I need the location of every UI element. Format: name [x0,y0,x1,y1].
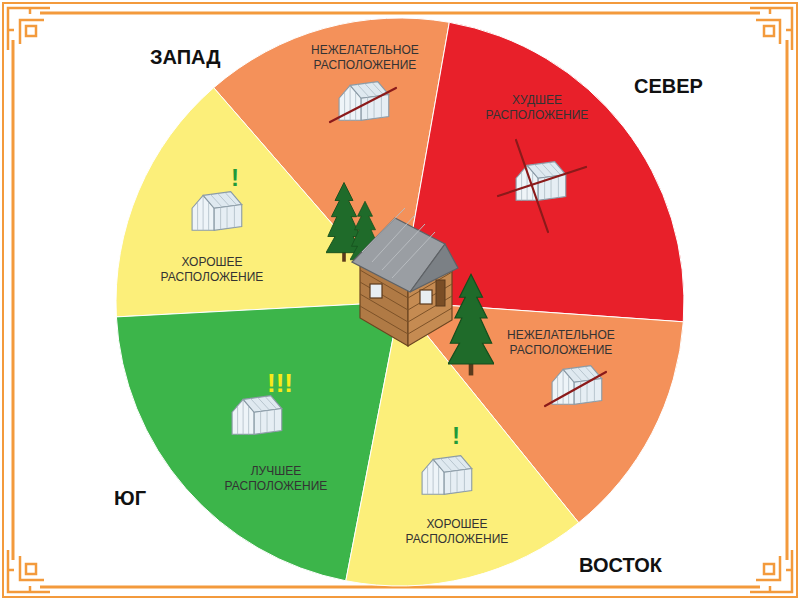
rating-mark: ! [452,423,460,449]
sector-caption: НЕЖЕЛАТЕЛЬНОЕ РАСПОЛОЖЕНИЕ [499,328,623,358]
compass-label: ЗАПАД [150,45,221,69]
rating-mark: ! [231,165,239,191]
sector-caption: ХУДШЕЕ РАСПОЛОЖЕНИЕ [475,93,599,123]
sector-caption: ЛУЧШЕЕ РАСПОЛОЖЕНИЕ [214,464,338,494]
sector-caption: ХОРОШЕЕ РАСПОЛОЖЕНИЕ [395,517,519,547]
rating-mark: !!! [267,369,293,397]
sector-caption: ХОРОШЕЕ РАСПОЛОЖЕНИЕ [150,255,274,285]
sector-caption: НЕЖЕЛАТЕЛЬНОЕ РАСПОЛОЖЕНИЕ [303,43,427,73]
compass-label: ВОСТОК [579,553,662,577]
compass-label: СЕВЕР [634,74,703,98]
compass-label: ЮГ [114,486,146,510]
